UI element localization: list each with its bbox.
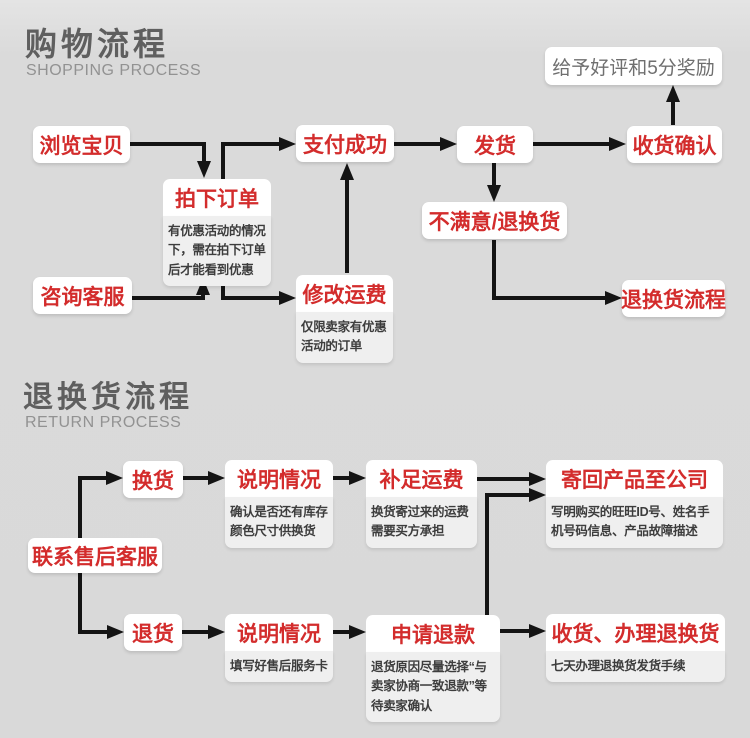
node-place-order: 拍下订单 有优惠活动的情况 下，需在拍下订单 后才能看到优惠 <box>163 179 271 287</box>
node-explain-return-label: 说明情况 <box>225 614 333 651</box>
node-consult-service-label: 咨询客服 <box>33 277 132 314</box>
node-explain-exchange-label: 说明情况 <box>225 460 333 497</box>
arrow-contact-to-return <box>78 573 124 639</box>
node-receive-handle-label: 收货、办理退换货 <box>546 614 725 651</box>
node-modify-freight: 修改运费 仅限卖家有优惠 活动的订单 <box>296 275 393 363</box>
node-pay-freight-note: 换货寄过来的运费 需要买方承担 <box>366 497 477 548</box>
node-ship: 发货 <box>457 126 533 163</box>
node-browse: 浏览宝贝 <box>33 126 130 163</box>
arrow-order-to-pay <box>221 137 296 179</box>
arrow-refund-to-sendback <box>485 488 546 615</box>
node-explain-exchange-note: 确认是否还有库存 颜色尺寸供换货 <box>225 497 333 548</box>
node-pay-success-label: 支付成功 <box>296 125 394 162</box>
shopping-section-subtitle: SHOPPING PROCESS <box>26 62 202 79</box>
node-return-flow-link: 退换货流程 <box>621 280 726 317</box>
return-section-subtitle: RETURN PROCESS <box>25 414 182 431</box>
node-return-flow-link-label: 退换货流程 <box>621 280 726 317</box>
node-explain-exchange: 说明情况 确认是否还有库存 颜色尺寸供换货 <box>225 460 333 548</box>
arrow-contact-to-exchange <box>78 471 123 538</box>
return-section-title: 退换货流程 <box>23 381 193 414</box>
node-apply-refund-note: 退货原因尽量选择“与 卖家协商一致退款”等 待卖家确认 <box>366 652 500 723</box>
node-send-back: 寄回产品至公司 写明购买的旺旺ID号、姓名手 机号码信息、产品故障描述 <box>546 460 723 548</box>
node-praise: 给予好评和5分奖励 <box>545 47 722 85</box>
node-place-order-label: 拍下订单 <box>163 179 271 216</box>
node-exchange-label: 换货 <box>123 461 183 498</box>
node-explain-return: 说明情况 填写好售后服务卡 <box>225 614 333 683</box>
node-contact-after-sales: 联系售后客服 <box>28 538 162 573</box>
node-praise-label: 给予好评和5分奖励 <box>545 47 722 85</box>
node-place-order-note: 有优惠活动的情况 下，需在拍下订单 后才能看到优惠 <box>163 216 271 287</box>
node-exchange: 换货 <box>123 461 183 498</box>
node-modify-freight-label: 修改运费 <box>296 275 393 312</box>
node-unsatisfied: 不满意/退换货 <box>422 202 567 239</box>
node-ship-label: 发货 <box>457 126 533 163</box>
node-pay-freight-label: 补足运费 <box>366 460 477 497</box>
node-contact-after-sales-label: 联系售后客服 <box>28 538 162 573</box>
node-apply-refund-label: 申请退款 <box>366 615 500 652</box>
node-pay-success: 支付成功 <box>296 125 394 162</box>
node-apply-refund: 申请退款 退货原因尽量选择“与 卖家协商一致退款”等 待卖家确认 <box>366 615 500 723</box>
node-explain-return-note: 填写好售后服务卡 <box>225 651 333 683</box>
node-confirm-receipt: 收货确认 <box>627 126 722 163</box>
node-browse-label: 浏览宝贝 <box>33 126 130 163</box>
node-send-back-label: 寄回产品至公司 <box>546 460 723 497</box>
node-consult-service: 咨询客服 <box>33 277 132 314</box>
shopping-section-title: 购物流程 <box>25 26 170 62</box>
node-unsatisfied-label: 不满意/退换货 <box>422 202 567 239</box>
arrow-consult-to-order <box>132 278 210 300</box>
node-receive-handle: 收货、办理退换货 七天办理退换货发货手续 <box>546 614 725 683</box>
node-receive-handle-note: 七天办理退换货发货手续 <box>546 651 725 683</box>
node-return-goods: 退货 <box>124 614 182 651</box>
node-confirm-receipt-label: 收货确认 <box>627 126 722 163</box>
node-pay-freight: 补足运费 换货寄过来的运费 需要买方承担 <box>366 460 477 548</box>
arrow-browse-to-order <box>130 142 211 178</box>
node-return-goods-label: 退货 <box>124 614 182 651</box>
node-modify-freight-note: 仅限卖家有优惠 活动的订单 <box>296 312 393 363</box>
node-send-back-note: 写明购买的旺旺ID号、姓名手 机号码信息、产品故障描述 <box>546 497 723 548</box>
arrow-unsatisfied-to-returnflow <box>492 240 622 305</box>
